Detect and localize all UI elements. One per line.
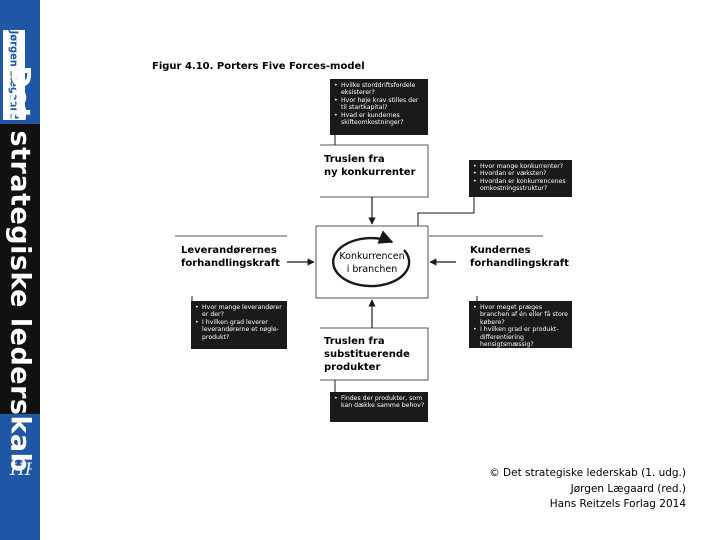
copyright-line2: Jørgen Lægaard (red.)	[570, 482, 686, 495]
rivalry-cycle-icon	[331, 230, 411, 288]
publisher-logo-icon: HR	[9, 460, 32, 480]
questions-substitutes: Findes der produkter, som kan dække samm…	[330, 392, 428, 422]
author-label-box: Jørgen Lægaard	[3, 30, 25, 120]
publisher-logo-text: HR	[9, 460, 32, 480]
copyright-notice: © Det strategiske lederskab (1. udg.) Jø…	[489, 466, 686, 513]
bottom-force-border	[320, 327, 429, 381]
copyright-line3: Hans Reitzels Forlag 2014	[549, 498, 686, 510]
book-sidebar: Jørgen Lægaard Det strategiske lederskab…	[0, 0, 40, 540]
questions-rivalry: Hvor mange konkurrenter? Hvordan er væks…	[469, 160, 572, 197]
copyright-line1: © Det strategiske lederskab (1. udg.)	[489, 467, 686, 479]
center-label-line2: i branchen	[347, 264, 398, 275]
questions-buyers: Hvor meget præges branchen af én eller f…	[469, 301, 572, 348]
book-title-band: Det strategiske lederskab	[0, 66, 40, 472]
center-box-border	[315, 225, 429, 299]
top-force-border	[320, 144, 429, 198]
questions-suppliers: Hvor mange leverandører er der? I hvilke…	[191, 301, 287, 349]
figure-title: Figur 4.10. Porters Five Forces-model	[152, 61, 365, 72]
questions-new-entrants: Hvilke storddriftsfordele eksisterer? Hv…	[330, 79, 428, 135]
center-label-line1: Konkurrencen	[339, 251, 404, 262]
